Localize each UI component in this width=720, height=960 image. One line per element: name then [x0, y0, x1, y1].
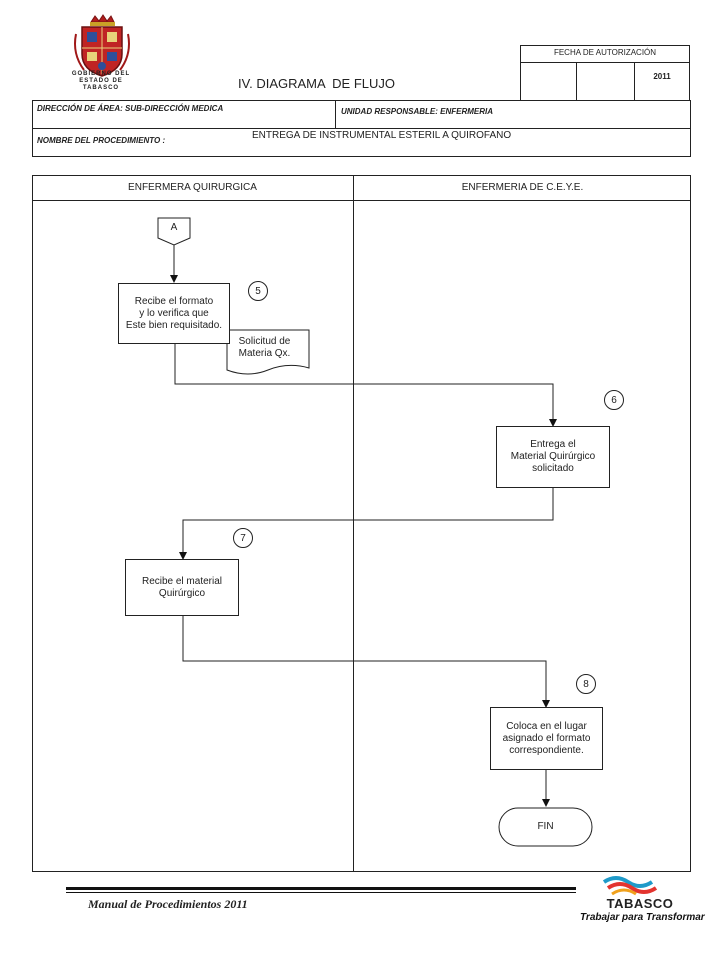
unidad-responsable: UNIDAD RESPONSABLE: ENFERMERIA	[341, 107, 494, 116]
step-6-number: 6	[604, 390, 624, 410]
document-label: Solicitud de Materia Qx.	[238, 336, 291, 359]
authorization-year: 2011	[653, 72, 671, 81]
step-5-process: Recibe el formato y lo verifica que Este…	[118, 283, 230, 344]
off-page-connector	[157, 217, 191, 246]
procedimiento-label: NOMBRE DEL PROCEDIMIENTO :	[37, 136, 166, 145]
brand-slogan: Trabajar para Transformar	[580, 912, 705, 923]
end-label: FIN	[537, 821, 554, 832]
page-title: IV. DIAGRAMA DE FLUJO	[238, 76, 396, 91]
step-6-process: Entrega el Material Quirúrgico solicitad…	[496, 426, 610, 488]
state-coat-of-arms-logo: GOBIERNO DEL ESTADO DE TABASCO	[66, 14, 136, 94]
terminator-shape	[498, 807, 593, 847]
tabasco-brand-logo: TABASCO Trabajar para Transformar	[580, 872, 705, 930]
lane-header-right: ENFERMERIA DE C.E.Y.E.	[461, 182, 584, 193]
authorization-label: FECHA DE AUTORIZACIÓN	[553, 48, 657, 57]
document-shape	[226, 329, 310, 375]
brand-name: TABASCO	[606, 896, 674, 911]
authorization-box	[520, 45, 690, 101]
lane-divider	[353, 175, 354, 872]
step-8-process: Coloca en el lugar asignado el formato c…	[490, 707, 603, 770]
procedimiento-value: ENTREGA DE INSTRUMENTAL ESTERIL A QUIROF…	[252, 130, 512, 141]
lane-header-left: ENFERMERA QUIRURGICA	[128, 182, 257, 193]
footer-rule	[66, 887, 576, 890]
step-7-process: Recibe el material Quirúrgico	[125, 559, 239, 616]
direccion-area: DIRECCIÓN DE ÁREA: SUB-DIRECCIÓN MEDICA	[37, 104, 224, 113]
connector-label: A	[170, 222, 178, 233]
step-7-number: 7	[233, 528, 253, 548]
step-8-number: 8	[576, 674, 596, 694]
step-5-number: 5	[248, 281, 268, 301]
logo-caption: GOBIERNO DEL ESTADO DE TABASCO	[71, 71, 131, 91]
footer-manual-title: Manual de Procedimientos 2011	[88, 897, 248, 911]
